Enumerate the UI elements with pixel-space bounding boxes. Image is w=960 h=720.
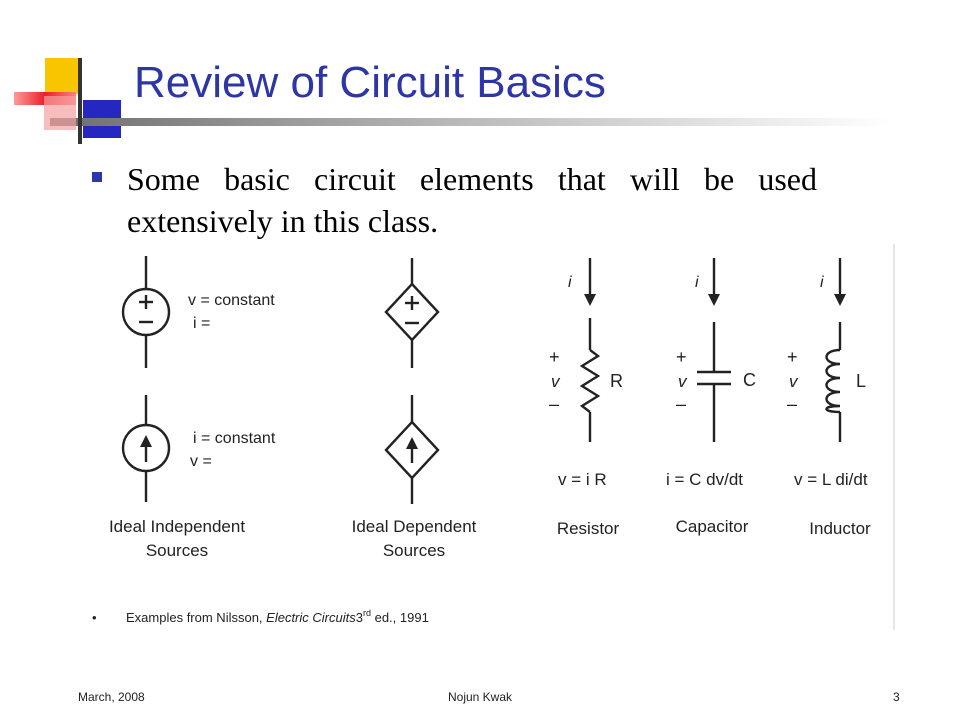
current-source-eq2: v = <box>190 453 212 470</box>
bullet-text: Some basic circuit elements that will be… <box>127 161 817 239</box>
dependent-voltage-source-icon <box>384 258 440 368</box>
source-note-edition: 3 <box>356 610 363 625</box>
source-note-bullet: • <box>92 610 97 625</box>
capacitor-icon <box>697 258 731 442</box>
current-source-eq1: i = constant <box>193 430 276 447</box>
inductor-label: L <box>856 371 866 391</box>
source-note: Examples from Nilsson, Electric Circuits… <box>126 608 429 625</box>
slide-title: Review of Circuit Basics <box>134 58 606 107</box>
logo-red-square <box>44 96 76 130</box>
capacitor-label: C <box>743 370 756 390</box>
capacitor-plus: + <box>676 347 687 367</box>
current-source-arrow-icon <box>140 435 152 447</box>
resistor-label: R <box>610 371 623 391</box>
inductor-minus: – <box>787 394 797 414</box>
voltage-source-eq2: i = <box>193 315 210 332</box>
capacitor-caption: Capacitor <box>676 517 749 536</box>
voltage-source-eq1: v = constant <box>188 292 275 309</box>
capacitor-minus: – <box>676 394 686 414</box>
inductor-icon <box>825 258 842 442</box>
capacitor-voltage-symbol: v <box>678 372 688 391</box>
inductor-plus: + <box>787 347 798 367</box>
resistor-caption: Resistor <box>557 519 620 538</box>
resistor-minus: – <box>549 394 559 414</box>
logo-vertical-bar <box>78 58 82 144</box>
resistor-voltage-symbol: v <box>551 372 561 391</box>
resistor-current-symbol: i <box>568 274 572 291</box>
resistor-equation: v = i R <box>558 470 607 489</box>
dependent-current-source-icon <box>384 395 440 504</box>
footer-date: March, 2008 <box>78 690 145 704</box>
footer-author: Nojun Kwak <box>447 690 513 704</box>
inductor-equation: v = L di/dt <box>794 470 868 489</box>
logo-yellow-square <box>45 58 81 94</box>
bullet-square-icon <box>92 172 102 182</box>
figure-right-edge <box>893 244 895 630</box>
capacitor-equation: i = C dv/dt <box>666 470 743 489</box>
dependent-caption-line1: Ideal Dependent <box>352 517 477 536</box>
independent-current-source-icon <box>121 395 171 502</box>
inductor-current-symbol: i <box>820 274 824 291</box>
dependent-caption-line2: Sources <box>383 541 445 560</box>
independent-caption-line2: Sources <box>146 541 208 560</box>
capacitor-current-arrow-icon <box>708 294 720 306</box>
circuit-figure: v = constant i = i = constant v = Ideal … <box>92 244 895 630</box>
logo-header-bar <box>50 118 890 126</box>
source-note-prefix: Examples from Nilsson, <box>126 610 266 625</box>
resistor-plus: + <box>549 347 560 367</box>
resistor-current-arrow-icon <box>584 294 596 306</box>
resistor-icon <box>579 258 601 442</box>
footer-page-number: 3 <box>893 690 900 704</box>
source-note-superscript: rd <box>363 608 371 618</box>
inductor-voltage-symbol: v <box>789 372 799 391</box>
source-note-book: Electric Circuits <box>266 610 356 625</box>
capacitor-current-symbol: i <box>695 274 699 291</box>
independent-voltage-source-icon <box>121 256 171 368</box>
inductor-caption: Inductor <box>809 519 871 538</box>
independent-caption-line1: Ideal Independent <box>109 517 245 536</box>
slide-logo <box>14 58 890 144</box>
dependent-current-arrow-icon <box>406 437 418 449</box>
inductor-current-arrow-icon <box>834 294 846 306</box>
source-note-suffix: ed., 1991 <box>371 610 429 625</box>
